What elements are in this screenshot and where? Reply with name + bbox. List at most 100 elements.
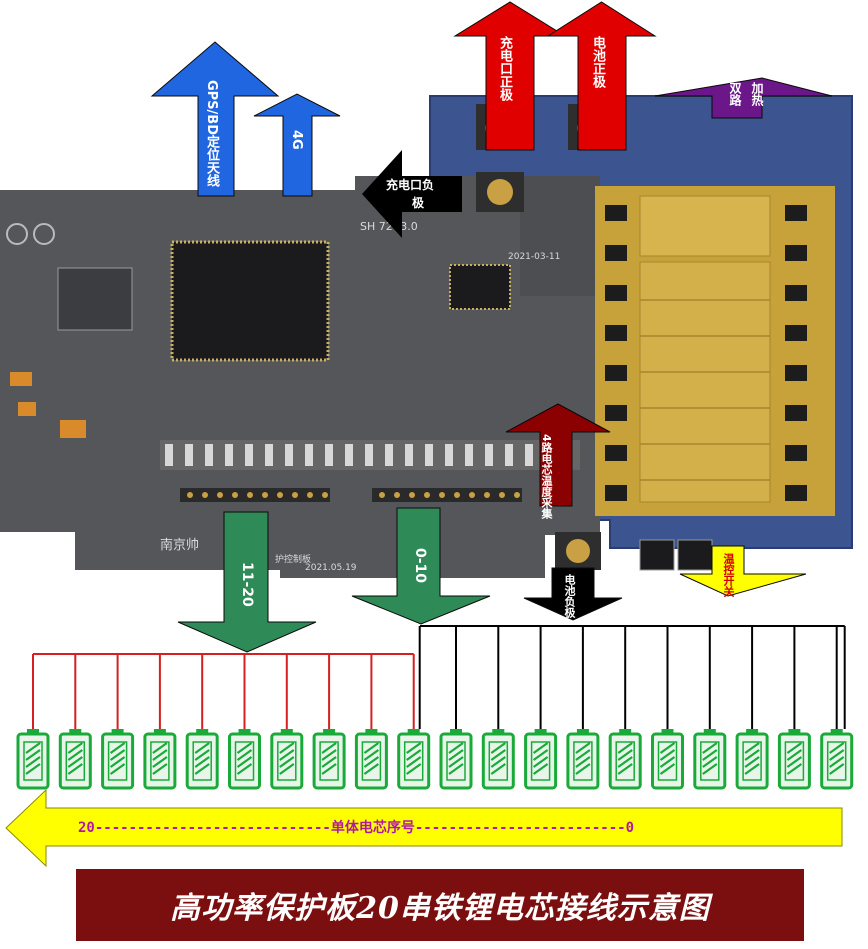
battery-cell-terminal bbox=[280, 729, 293, 735]
battery-cell-stripe bbox=[152, 749, 168, 761]
battery-cell-stripe bbox=[363, 749, 380, 761]
label-gps-antenna: GPS/BD定位天线 bbox=[204, 80, 219, 188]
battery-cell-stripe bbox=[744, 763, 760, 775]
battery-cell-terminal bbox=[153, 729, 166, 735]
battery-cell-stripe bbox=[25, 756, 41, 768]
battery-cell-stripe bbox=[67, 763, 83, 775]
battery-cell-stripe bbox=[490, 749, 506, 761]
label-charge-port-negative-1: 充电口负 bbox=[386, 178, 435, 192]
battery-cell-inner bbox=[192, 741, 212, 781]
battery-cell-stripe bbox=[152, 756, 168, 768]
label-temperature-switch: 温控开关 bbox=[722, 553, 735, 597]
battery-cell-stripe bbox=[532, 763, 549, 775]
arrow-charge-port-positive bbox=[453, 1, 567, 151]
battery-cell-terminal bbox=[576, 729, 589, 735]
battery-cell-terminal bbox=[450, 729, 462, 735]
battery-cell-stripe bbox=[575, 756, 591, 768]
battery-cell-stripe bbox=[659, 756, 676, 768]
battery-cell-stripe bbox=[25, 763, 41, 775]
title-banner: 高功率保护板20串铁锂电芯接线示意图 bbox=[76, 869, 804, 941]
battery-cell-stripe bbox=[152, 763, 168, 775]
label-battery-positive: 电池正极 bbox=[590, 36, 605, 88]
label-charge-port-positive: 充电口正极 bbox=[497, 36, 512, 101]
battery-cell-stripe bbox=[702, 756, 718, 768]
battery-cell-stripe bbox=[448, 763, 464, 775]
battery-cell-inner bbox=[826, 741, 847, 781]
battery-cell-inner bbox=[784, 741, 805, 781]
battery-cell-stripe bbox=[744, 756, 760, 768]
battery-cell-inner bbox=[234, 741, 255, 781]
battery-cell-stripe bbox=[532, 749, 549, 761]
label-cells-0-10: 0-10 bbox=[412, 548, 428, 584]
battery-cell-stripe bbox=[406, 763, 422, 775]
battery-cell-inner bbox=[361, 741, 382, 781]
battery-cell-stripe bbox=[448, 742, 464, 754]
battery-cell-stripe bbox=[532, 742, 549, 754]
battery-cell-terminal bbox=[238, 729, 251, 735]
battery-cell-stripe bbox=[659, 763, 676, 775]
battery-cell-stripe bbox=[406, 756, 422, 768]
battery-cell-inner bbox=[488, 741, 509, 781]
battery-cell-stripe bbox=[829, 756, 845, 768]
battery-cell-stripe bbox=[236, 749, 253, 761]
battery-cell-stripe bbox=[659, 742, 676, 754]
battery-cell-stripe bbox=[363, 763, 380, 775]
battery-cell-stripe bbox=[617, 756, 633, 768]
label-cells-11-20: 11-20 bbox=[239, 562, 255, 607]
battery-cell-inner bbox=[65, 741, 86, 781]
battery-cell-stripe bbox=[448, 756, 464, 768]
battery-cell-stripe bbox=[744, 742, 760, 754]
battery-cell-terminal bbox=[703, 729, 716, 735]
battery-cell-stripe bbox=[109, 749, 126, 761]
battery-cell-stripe bbox=[490, 763, 506, 775]
cell-sequence-label: 20----------------------------单体电芯序号----… bbox=[78, 817, 778, 837]
battery-cell-stripe bbox=[194, 749, 210, 761]
battery-cell-stripe bbox=[236, 742, 253, 754]
board-model-text: SH 72V3.0 bbox=[360, 220, 418, 233]
battery-cell-stripe bbox=[829, 742, 845, 754]
sequence-dashes-right: ------------------------- bbox=[414, 820, 626, 836]
label-dual-heating-2: 加热 bbox=[750, 82, 764, 106]
arrow-cell-temperature bbox=[505, 403, 611, 507]
battery-cell-inner bbox=[277, 741, 297, 781]
battery-cell-stripe bbox=[67, 742, 83, 754]
battery-cell-stripe bbox=[25, 742, 41, 754]
battery-cell-inner bbox=[530, 741, 551, 781]
arrow-battery-positive bbox=[546, 1, 657, 151]
battery-cell-stripe bbox=[702, 763, 718, 775]
battery-cell-stripe bbox=[490, 742, 506, 754]
sequence-right: 0 bbox=[625, 820, 635, 836]
battery-cell-terminal bbox=[365, 729, 378, 735]
battery-cell-stripe bbox=[109, 756, 126, 768]
battery-cell-terminal bbox=[196, 729, 209, 735]
battery-cell-stripe bbox=[194, 742, 210, 754]
battery-cell-stripe bbox=[829, 749, 845, 761]
sequence-middle: 单体电芯序号 bbox=[330, 820, 415, 836]
battery-cell-stripe bbox=[786, 756, 803, 768]
battery-cell-stripe bbox=[406, 742, 422, 754]
battery-cell-stripe bbox=[236, 763, 253, 775]
battery-cell-stripe bbox=[194, 756, 210, 768]
battery-cell-stripe bbox=[786, 742, 803, 754]
arrow-dual-heating bbox=[654, 77, 833, 119]
label-dual-heating-1: 双路 bbox=[728, 82, 742, 106]
arrow-charge-port-negative bbox=[362, 150, 462, 238]
diagram-title: 高功率保护板20串铁锂电芯接线示意图 bbox=[170, 891, 710, 926]
battery-cell-stripe bbox=[575, 763, 591, 775]
battery-cell-inner bbox=[573, 741, 593, 781]
battery-cell-stripe bbox=[363, 742, 380, 754]
battery-cell-stripe bbox=[109, 742, 126, 754]
battery-cell-stripe bbox=[279, 742, 295, 754]
battery-cell-inner bbox=[615, 741, 635, 781]
battery-cell-stripe bbox=[194, 763, 210, 775]
arrow-temperature-switch bbox=[679, 545, 807, 597]
battery-cell-terminal bbox=[619, 729, 632, 735]
battery-cell-stripe bbox=[744, 749, 760, 761]
battery-cell-inner bbox=[107, 741, 128, 781]
battery-cell-inner bbox=[403, 741, 424, 781]
battery-cell-stripe bbox=[67, 756, 83, 768]
battery-cell-stripe bbox=[152, 742, 168, 754]
battery-cell-stripe bbox=[67, 749, 83, 761]
battery-cell-inner bbox=[150, 741, 170, 781]
battery-cell-stripe bbox=[25, 749, 41, 761]
